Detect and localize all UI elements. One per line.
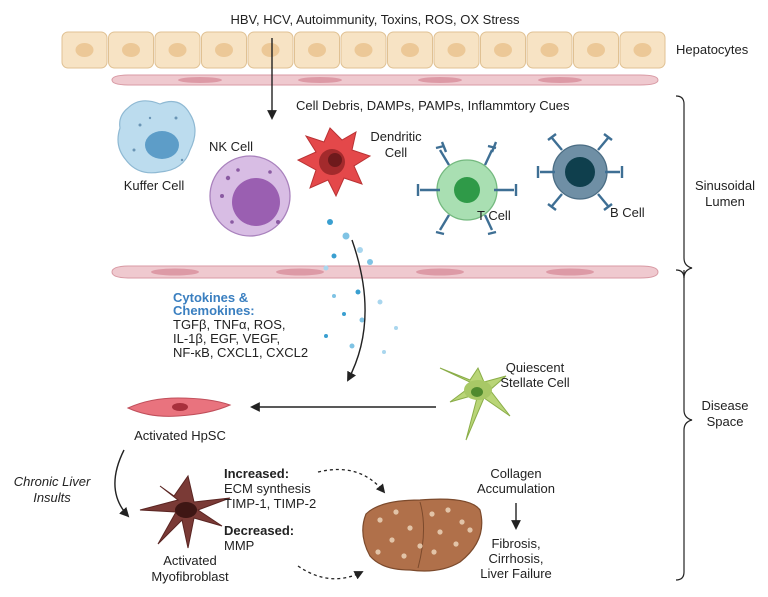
hepatocyte-nucleus bbox=[447, 43, 466, 57]
hepatocyte-nucleus bbox=[122, 43, 140, 57]
stellate-label-1: Quiescent bbox=[505, 360, 565, 375]
disease-brace bbox=[675, 269, 693, 581]
liver-nodule bbox=[393, 509, 399, 515]
hepatocyte-nucleus bbox=[168, 43, 187, 57]
increased-line-1: ECM synthesis bbox=[224, 481, 311, 496]
liver-nodule bbox=[437, 529, 443, 535]
disease-label-2: Space bbox=[706, 414, 744, 429]
liver-nodule bbox=[375, 549, 381, 555]
decreased-line-1: MMP bbox=[224, 538, 255, 553]
chronic-label-1: Chronic Liver bbox=[13, 474, 91, 489]
sinusoidal-label-1: Sinusoidal bbox=[695, 178, 755, 193]
hepatocyte-nucleus bbox=[494, 43, 512, 57]
hepatocyte-nucleus bbox=[401, 43, 419, 57]
cytokine-arrow bbox=[347, 239, 366, 382]
cytokine-dot bbox=[331, 253, 337, 259]
hepatocyte-nucleus bbox=[308, 43, 326, 57]
activated-hpsc-cell bbox=[126, 397, 232, 417]
t-cell-label: T Cell bbox=[477, 208, 511, 223]
cytokine-dot bbox=[342, 232, 350, 240]
cytokines-line-2: IL-1β, EGF, VEGF, bbox=[173, 331, 281, 346]
myofibroblast-label-1: Activated bbox=[163, 553, 217, 568]
cytokine-dot bbox=[324, 334, 328, 338]
cytokine-dot bbox=[377, 299, 383, 305]
cytokine-dot bbox=[367, 259, 373, 265]
increased-title: Increased: bbox=[224, 466, 290, 481]
hepatocyte-nucleus bbox=[587, 43, 605, 57]
cytokines-title-1: Cytokines & bbox=[173, 290, 249, 305]
cytokine-dot bbox=[394, 326, 398, 330]
cytokines-title-2: Chemokines: bbox=[173, 303, 255, 318]
quiescent-stellate-cell bbox=[439, 366, 511, 441]
chronic-label-2: Insults bbox=[33, 490, 71, 505]
hepatocyte-nucleus bbox=[540, 43, 559, 57]
kuffer-cell bbox=[117, 100, 196, 174]
cytokines-line-1: TGFβ, TNFα, ROS, bbox=[173, 317, 286, 332]
sinusoidal-label-2: Lumen bbox=[705, 194, 745, 209]
nk-cell bbox=[209, 155, 291, 237]
stellate-label-2: Stellate Cell bbox=[500, 375, 570, 390]
dendritic-label-2: Cell bbox=[384, 145, 408, 160]
myofibroblast-label-2: Myofibroblast bbox=[151, 569, 229, 584]
decreased-title: Decreased: bbox=[224, 523, 295, 538]
liver-nodule bbox=[389, 537, 395, 543]
cytokines-line-3: NF-κB, CXCL1, CXCL2 bbox=[173, 345, 309, 360]
myofibroblast-cell bbox=[139, 474, 231, 549]
cytokine-dot bbox=[327, 219, 333, 225]
disease-label-1: Disease bbox=[701, 398, 749, 413]
liver-nodule bbox=[377, 517, 383, 523]
cytokine-dot bbox=[355, 289, 361, 295]
cytokine-dot bbox=[332, 294, 336, 298]
hepatocyte-nucleus bbox=[261, 43, 280, 57]
hepatocyte-nucleus bbox=[215, 43, 233, 57]
collagen-label-1: Collagen bbox=[490, 466, 542, 481]
liver-nodule bbox=[431, 549, 437, 555]
nk-label: NK Cell bbox=[209, 139, 254, 154]
liver-nodule bbox=[453, 541, 459, 547]
increased-arrow bbox=[317, 468, 386, 494]
top-causes: HBV, HCV, Autoimmunity, Toxins, ROS, OX … bbox=[230, 12, 520, 27]
decreased-arrow bbox=[297, 565, 364, 580]
lower-endothelium bbox=[111, 265, 659, 279]
kuffer-label: Kuffer Cell bbox=[123, 178, 185, 193]
outcome-line-1: Fibrosis, bbox=[491, 536, 541, 551]
cytokine-dot bbox=[342, 312, 346, 316]
hepatocytes-label: Hepatocytes bbox=[676, 42, 749, 57]
cytokine-dot bbox=[357, 247, 363, 253]
cytokine-dots bbox=[323, 219, 398, 354]
cytokine-dot bbox=[382, 350, 386, 354]
liver-nodule bbox=[429, 511, 435, 517]
chronic-arrow bbox=[114, 449, 130, 518]
hepatocyte-nucleus bbox=[75, 43, 94, 57]
cues-label: Cell Debris, DAMPs, PAMPs, Inflammtory C… bbox=[296, 98, 570, 113]
hepatocyte-nucleus bbox=[633, 43, 652, 57]
increased-line-2: TIMP-1, TIMP-2 bbox=[224, 496, 317, 511]
outcome-line-3: Liver Failure bbox=[480, 566, 552, 581]
outcome-line-2: Cirrhosis, bbox=[488, 551, 544, 566]
liver-nodule bbox=[401, 553, 407, 559]
cytokine-dot bbox=[349, 343, 355, 349]
hepatocyte-row bbox=[61, 31, 666, 69]
dendritic-label-1: Dendritic bbox=[370, 129, 422, 144]
b-cell bbox=[536, 133, 624, 211]
b-cell-label: B Cell bbox=[610, 205, 645, 220]
activated-hpsc-label: Activated HpSC bbox=[134, 428, 226, 443]
upper-endothelium bbox=[111, 74, 659, 86]
dendritic-cell bbox=[296, 127, 372, 198]
liver-nodule bbox=[417, 543, 423, 549]
cytokine-dot bbox=[323, 265, 329, 271]
collagen-label-2: Accumulation bbox=[476, 481, 556, 496]
liver-nodule bbox=[445, 507, 451, 513]
hepatocyte-nucleus bbox=[354, 43, 373, 57]
fibrotic-liver bbox=[362, 498, 483, 572]
liver-nodule bbox=[407, 525, 413, 531]
cytokine-dot bbox=[359, 317, 365, 323]
liver-nodule bbox=[467, 527, 473, 533]
liver-nodule bbox=[459, 519, 465, 525]
t-cell bbox=[416, 141, 518, 236]
sinusoidal-brace bbox=[675, 95, 693, 279]
